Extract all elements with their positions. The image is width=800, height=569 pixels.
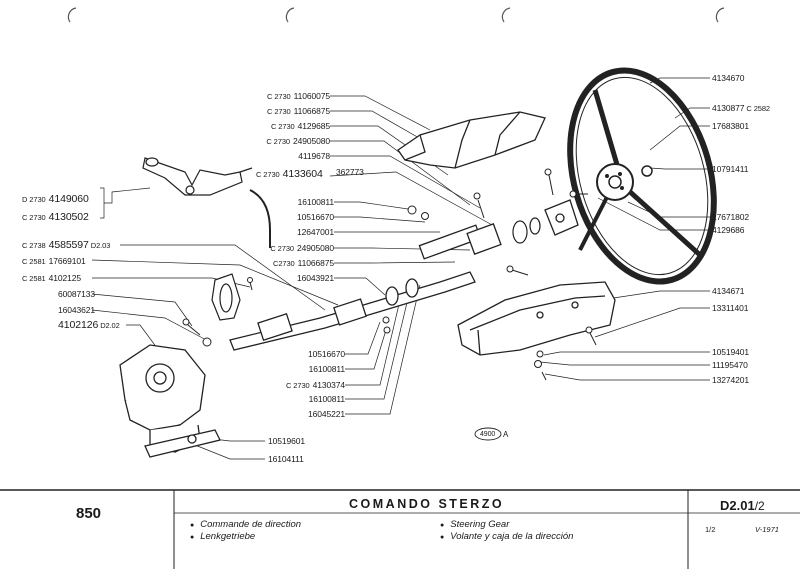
title-german: Lenkgetriebe [190,531,255,542]
rubber-boot [211,273,241,321]
bracket-line [249,189,271,248]
leader-lines [91,77,710,460]
lower-shroud [457,281,616,356]
callout-label: 13311401 [712,303,749,313]
footer-frame [0,489,800,569]
title-english: Steering Gear [440,519,509,530]
steering-box [119,344,221,458]
callout-label: 4119678 [298,151,330,161]
edition-date: V-1971 [755,525,779,534]
drawing-ref-suffix: A [503,430,509,439]
steering-wheel [567,67,717,285]
model-number: 850 [76,505,102,522]
inset-column-head [142,157,253,196]
section-code: D2.01/2 [720,498,765,513]
callout-label: 4129686 [712,225,745,235]
callout-label: 16043621 [58,305,96,315]
upper-shroud [397,111,546,169]
callout-label: 17683801 [712,121,750,131]
callout-label: 16045221 [307,409,345,419]
callout-label: 16043921 [296,273,334,283]
callout-label: 10519401 [712,347,750,357]
callout-label: 10519601 [268,436,306,446]
callout-label: 10516670 [296,212,334,222]
callout-label: 4134670 [712,73,745,83]
callout-label: 13274201 [712,375,750,385]
callout-label: 16104111 [268,454,304,464]
callout-label: 60087133 [58,289,96,299]
binder-hole-marks [67,7,725,23]
drawing-ref: 4900 [480,431,496,438]
page-number: 1/2 [705,525,716,534]
title-french: Commande de direction [190,519,301,530]
callout-label-extra: 362773 [336,167,364,177]
small-parts [182,168,597,381]
callout-label: 12647001 [296,227,334,237]
callout-label: 16100811 [308,394,345,404]
page-title: COMANDO STERZO [349,497,505,511]
callout-label: 10516670 [307,349,345,359]
callout-label: 4134671 [712,286,745,296]
title-spanish: Volante y caja de la dirección [440,531,573,542]
callout-label: 16100811 [308,364,345,374]
callout-label: 11195470 [712,360,748,370]
callout-label: 16100811 [297,197,334,207]
drawing-ref-ellipse [474,427,502,441]
callout-label: 17671802 [712,212,750,222]
callout-label: 10791411 [712,164,749,174]
steering-column [229,199,579,351]
